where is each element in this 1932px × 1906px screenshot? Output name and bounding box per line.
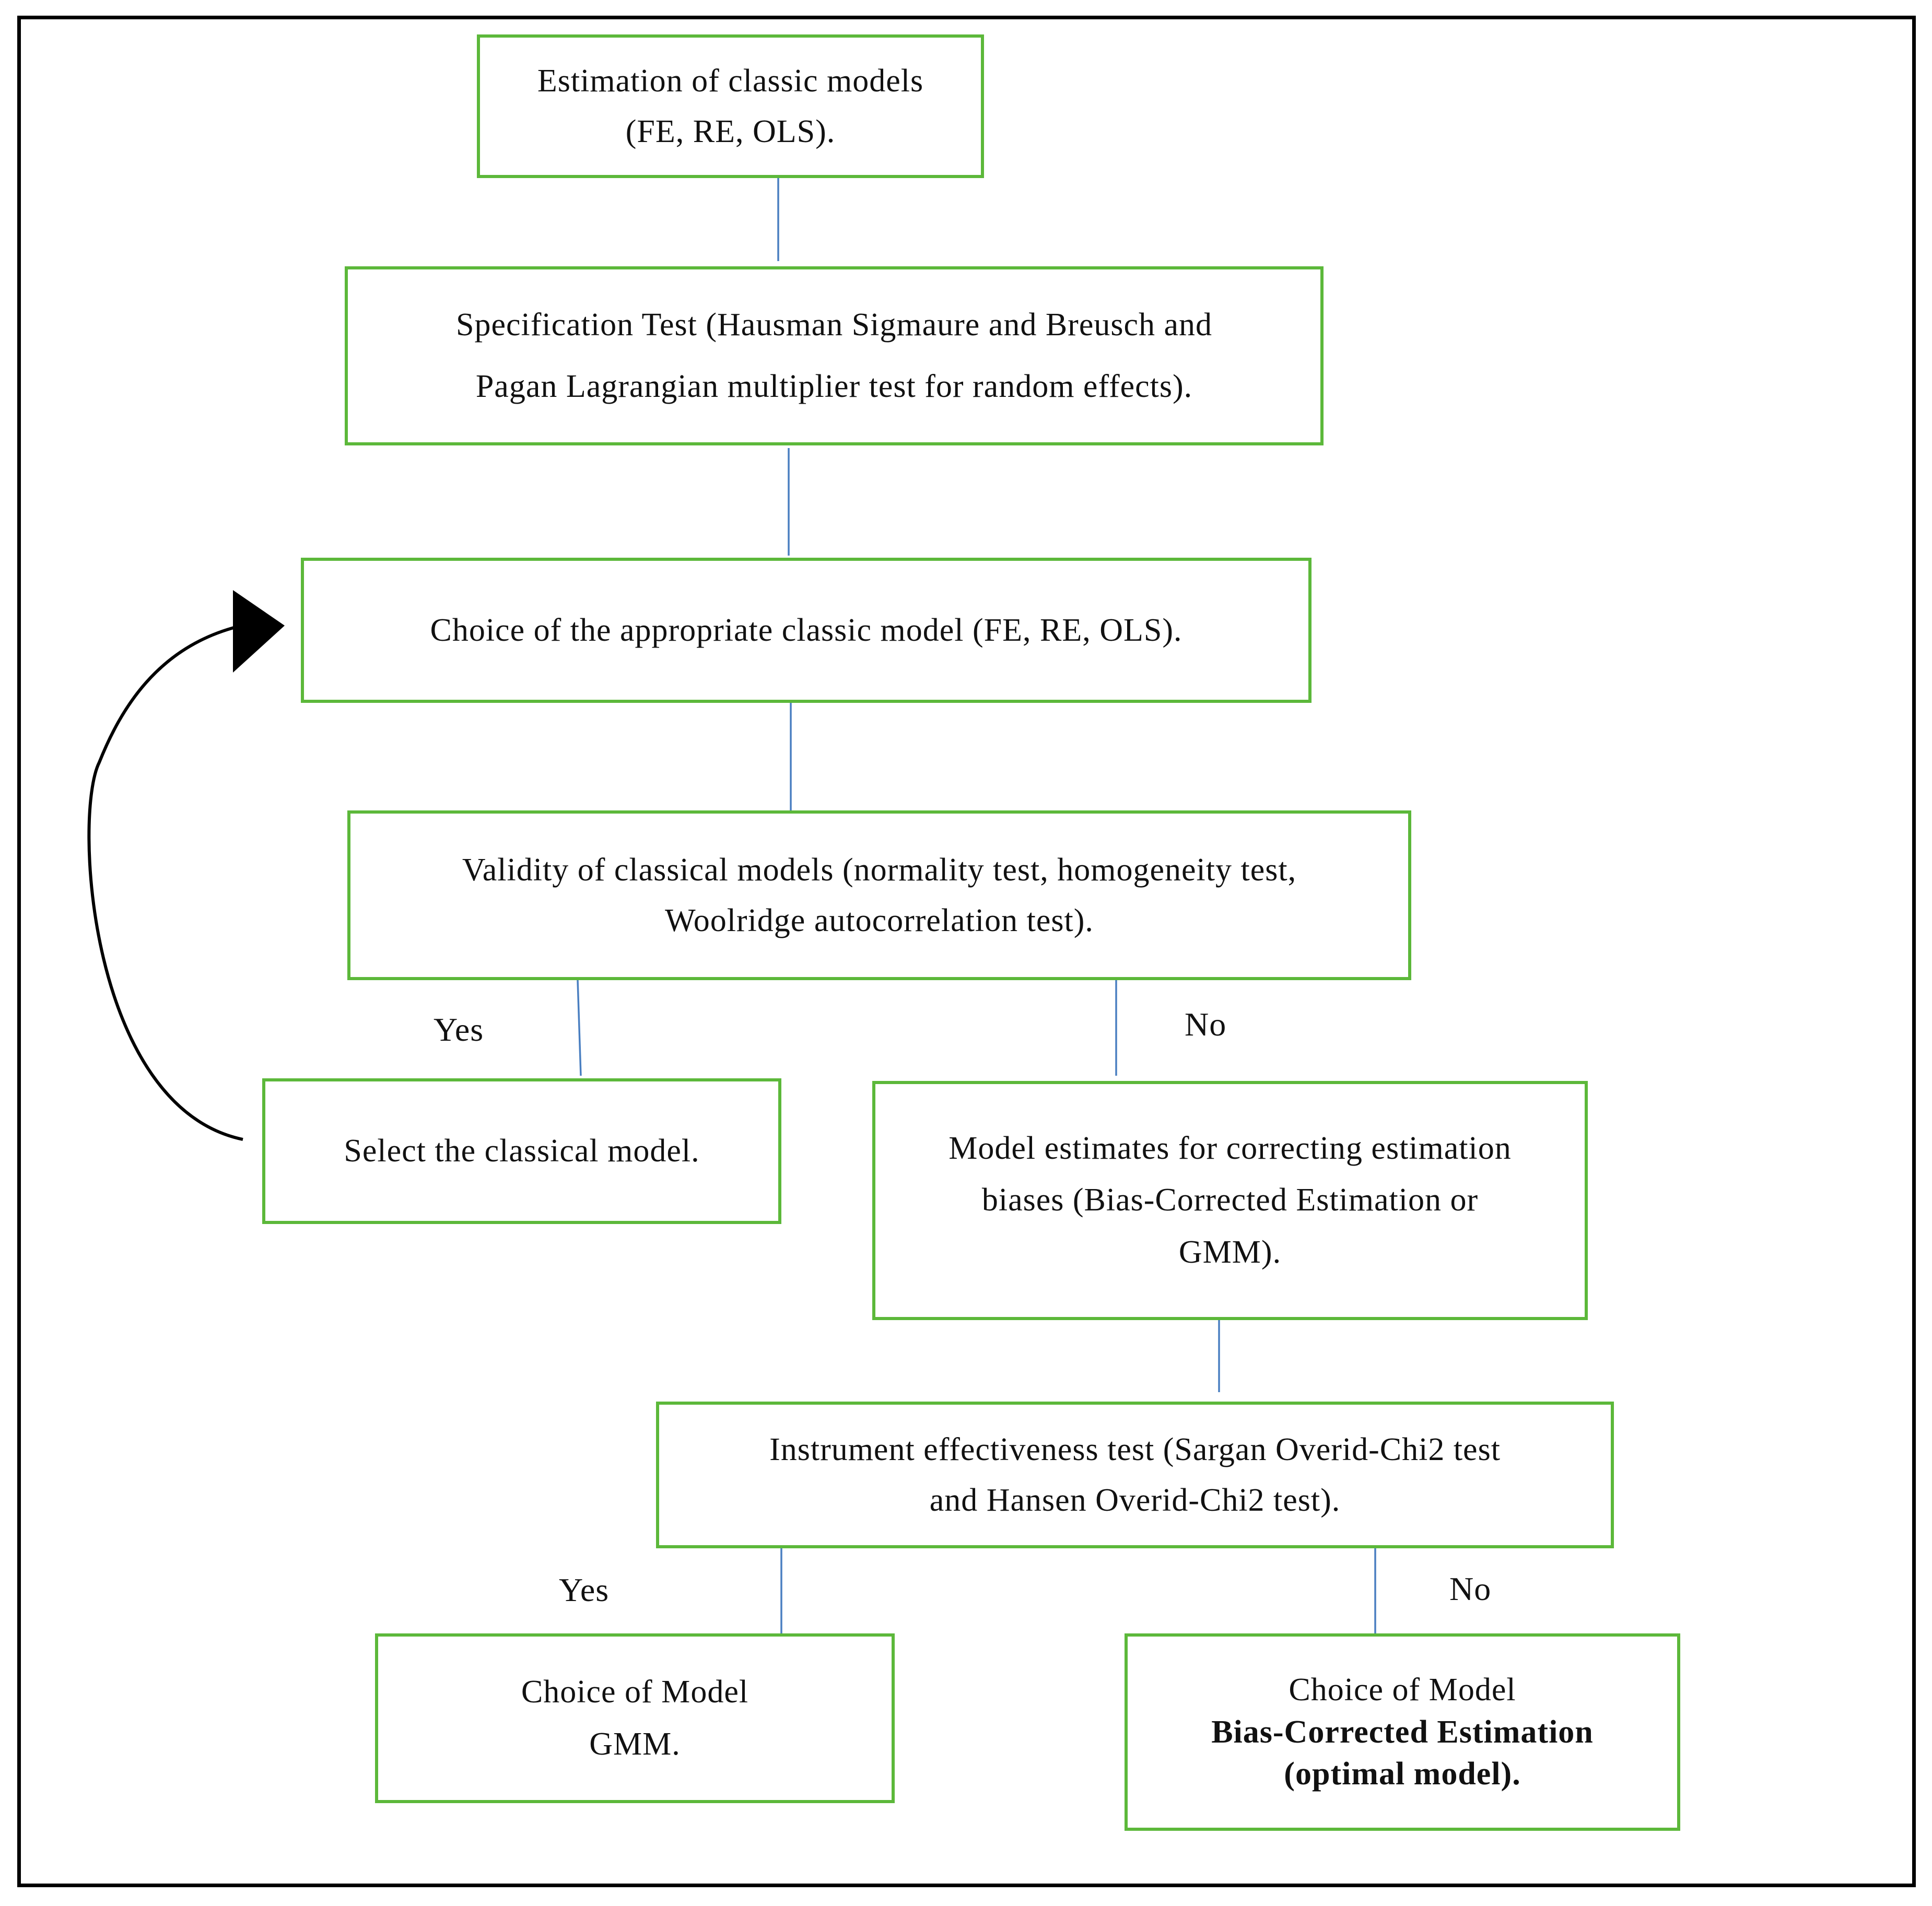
no-label-instrument: No: [1449, 1570, 1492, 1607]
yes-label-validity: Yes: [434, 1011, 484, 1048]
validity-box: Validity of classical models (normality …: [347, 810, 1411, 980]
loop-arrowhead: [233, 590, 285, 673]
specification-line-1: Specification Test (Hausman Sigmaure and…: [455, 307, 1213, 343]
estimation-line-2: (FE, RE, OLS).: [625, 113, 836, 149]
connector-validity-to-select: [577, 980, 582, 1076]
bias-choice-line-2: Bias-Corrected Estimation: [1211, 1714, 1594, 1750]
select-classical-box: Select the classical model.: [262, 1078, 781, 1224]
bias-estimates-box: Model estimates for correcting estimatio…: [872, 1081, 1588, 1320]
bias-estimates-line-1: Model estimates for correcting estimatio…: [949, 1131, 1512, 1167]
validity-line-2: Woolridge autocorrelation test).: [665, 902, 1094, 938]
choice-classic-line-1: Choice of the appropriate classic model …: [430, 612, 1182, 648]
bias-estimates-line-3: GMM).: [1178, 1234, 1282, 1270]
specification-test-box: Specification Test (Hausman Sigmaure and…: [345, 266, 1324, 445]
no-label-validity: No: [1185, 1006, 1227, 1043]
bias-corrected-choice-box: Choice of Model Bias-Corrected Estimatio…: [1125, 1633, 1680, 1831]
estimation-line-1: Estimation of classic models: [537, 63, 924, 99]
instrument-line-2: and Hansen Overid-Chi2 test).: [929, 1482, 1341, 1518]
instrument-line-1: Instrument effectiveness test (Sargan Ov…: [769, 1432, 1501, 1468]
estimation-box: Estimation of classic models (FE, RE, OL…: [477, 34, 984, 178]
bias-choice-line-1: Choice of Model: [1289, 1672, 1516, 1708]
yes-label-instrument: Yes: [559, 1571, 610, 1608]
gmm-choice-line-2: GMM.: [589, 1726, 681, 1762]
specification-line-2: Pagan Lagrangian multiplier test for ran…: [475, 368, 1193, 404]
bias-estimates-line-2: biases (Bias-Corrected Estimation or: [981, 1182, 1479, 1218]
select-classical-line-1: Select the classical model.: [344, 1133, 700, 1169]
loop-back-arrow: [87, 625, 243, 1141]
choice-classic-model-box: Choice of the appropriate classic model …: [301, 558, 1312, 703]
gmm-choice-line-1: Choice of Model: [521, 1674, 749, 1710]
bias-choice-line-3: (optimal model).: [1284, 1756, 1521, 1792]
gmm-choice-box: Choice of Model GMM.: [375, 1633, 895, 1803]
validity-line-1: Validity of classical models (normality …: [462, 852, 1297, 888]
instrument-test-box: Instrument effectiveness test (Sargan Ov…: [656, 1402, 1614, 1548]
diagram-frame: [17, 16, 1916, 1887]
